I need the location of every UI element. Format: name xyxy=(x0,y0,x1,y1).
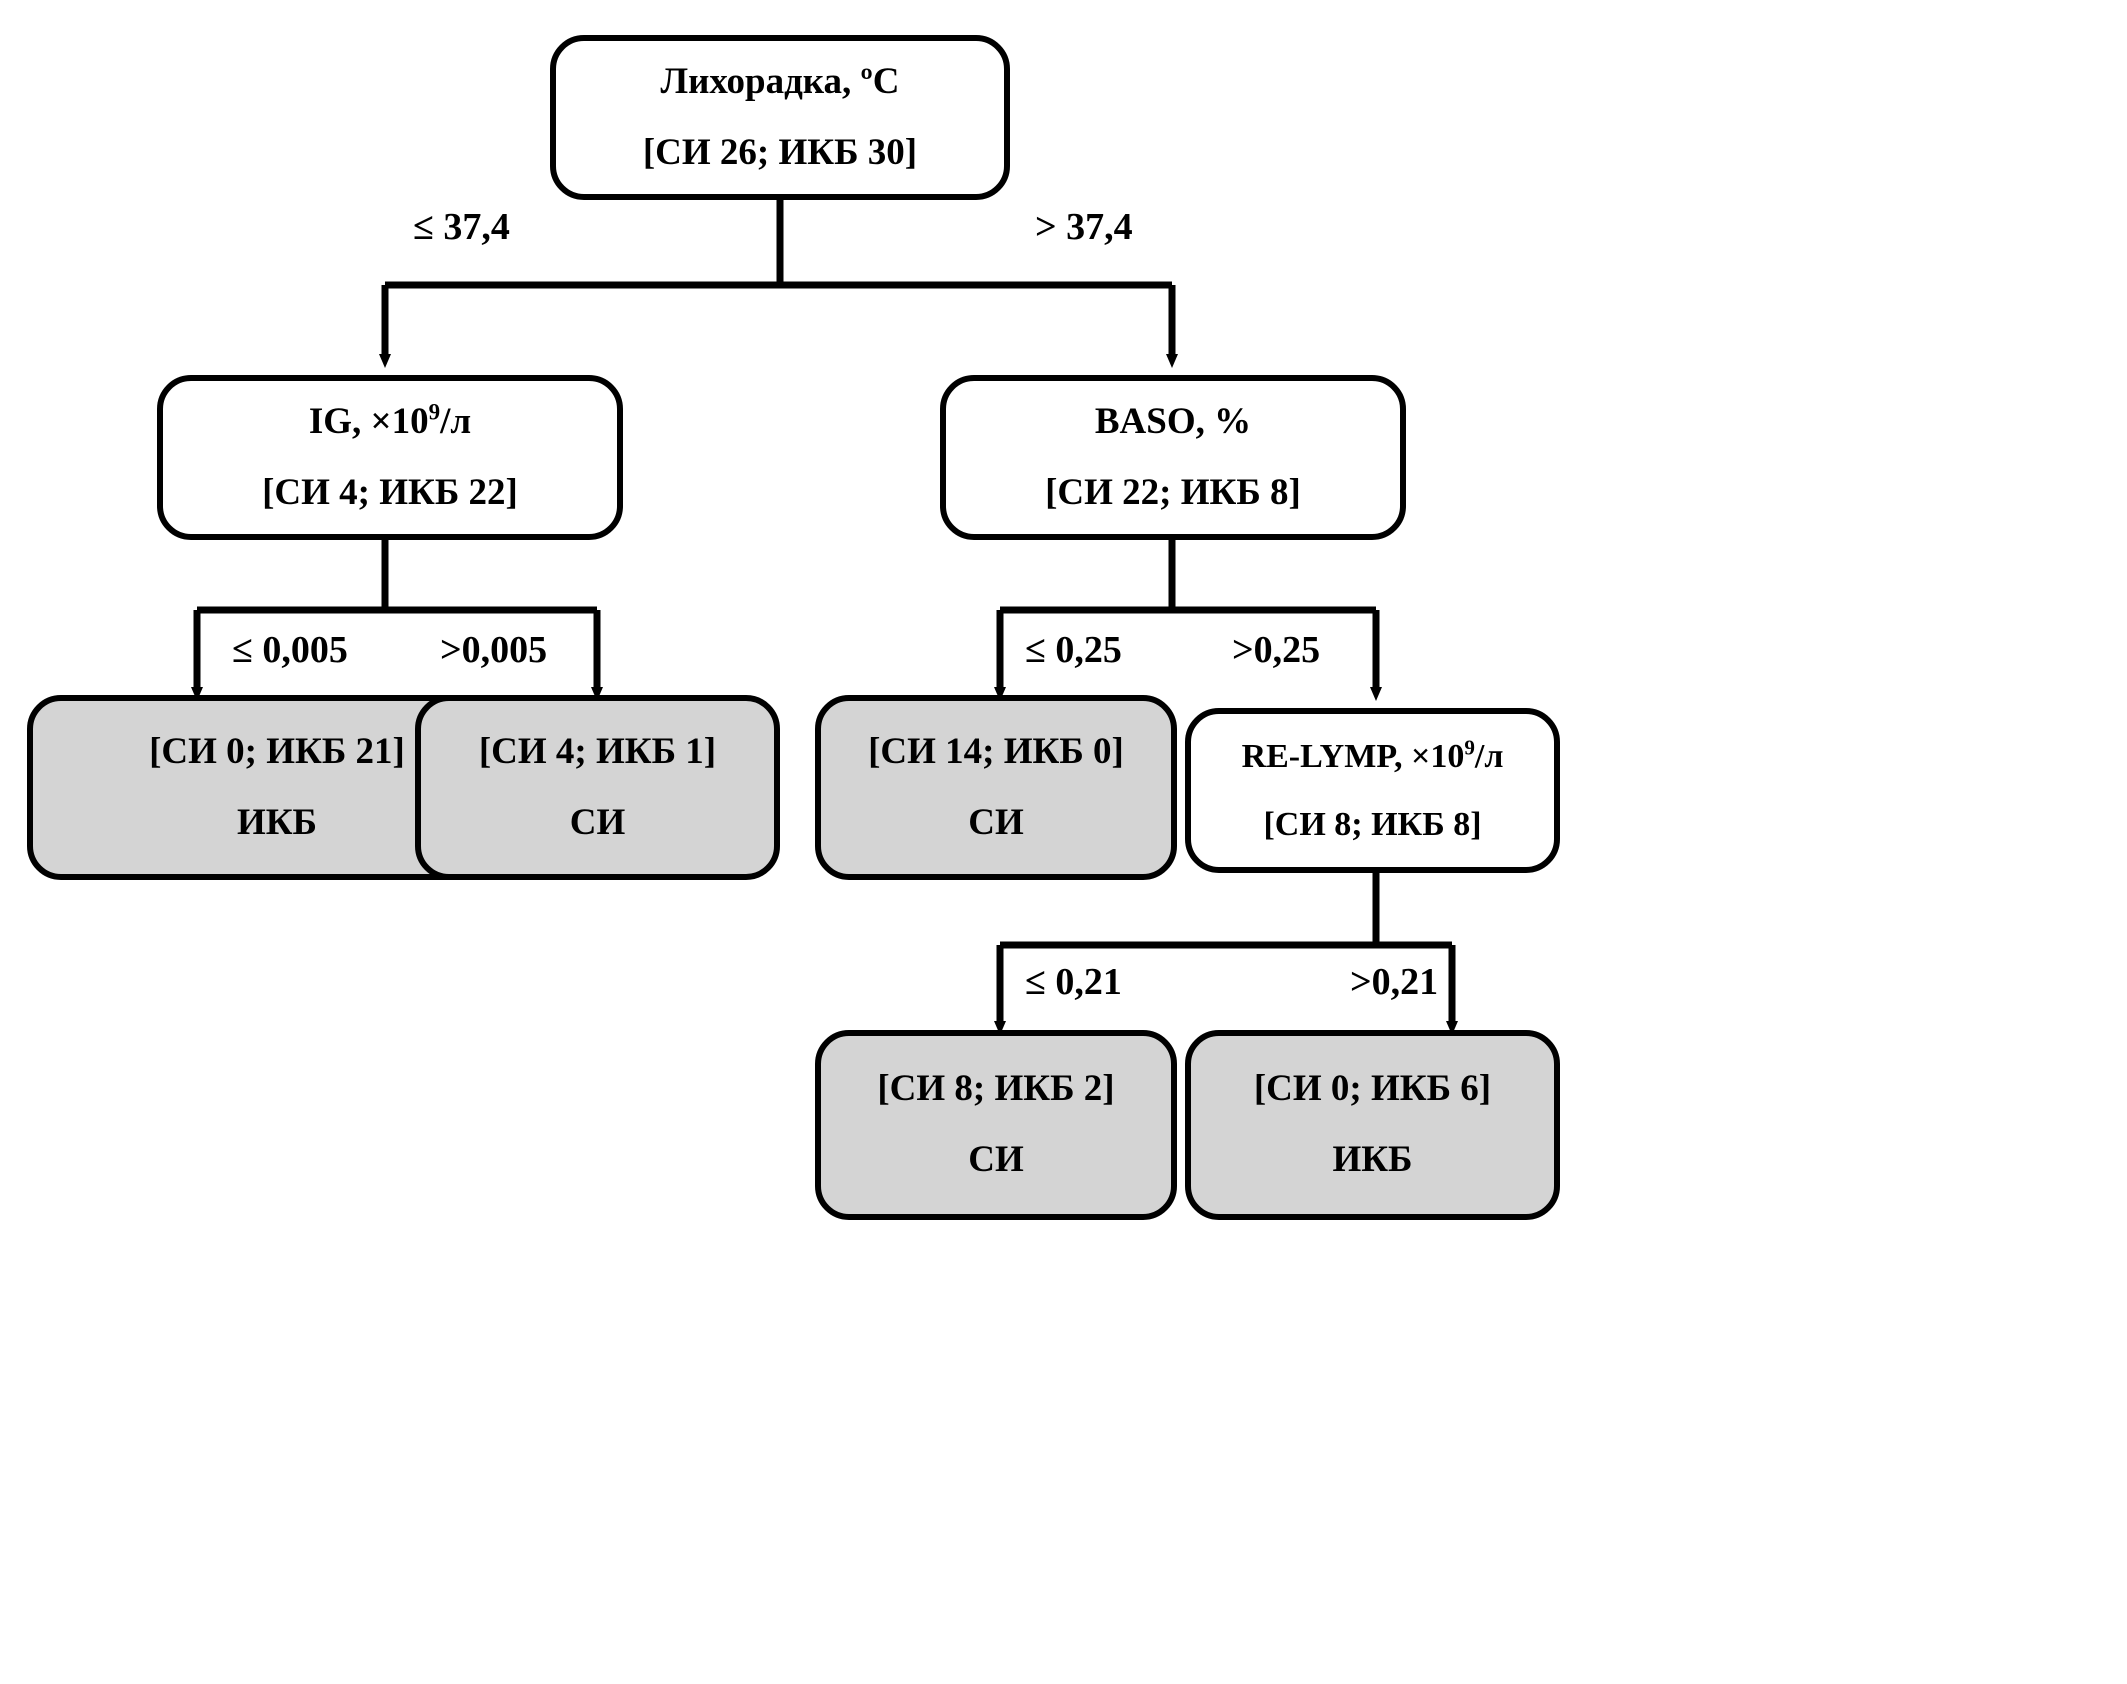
node-leaf-si-4-counts: [СИ 4; ИКБ 1] xyxy=(478,730,717,772)
node-leaf-si-14-counts: [СИ 14; ИКБ 0] xyxy=(868,730,1124,772)
edge-label-root-left: ≤ 37,4 xyxy=(413,206,510,248)
node-baso[interactable]: BASO, % [СИ 22; ИКБ 8] xyxy=(940,375,1406,540)
node-relymp-counts: [СИ 8; ИКБ 8] xyxy=(1263,805,1482,843)
node-leaf-ikb-6-counts: [СИ 0; ИКБ 6] xyxy=(1253,1068,1492,1110)
node-leaf-ikb-6-label: ИКБ xyxy=(1332,1139,1413,1180)
node-baso-title: BASO, % xyxy=(1094,400,1252,442)
edge-label-relymp-right: >0,21 xyxy=(1350,961,1439,1003)
node-ig[interactable]: IG, ×109/л [СИ 4; ИКБ 22] xyxy=(157,375,623,540)
edge-label-relymp-left: ≤ 0,21 xyxy=(1025,961,1122,1003)
edge-label-root-right: > 37,4 xyxy=(1035,206,1133,248)
node-root[interactable]: Лихорадка, ºC [СИ 26; ИКБ 30] xyxy=(550,35,1010,200)
node-relymp[interactable]: RE-LYMP, ×109/л [СИ 8; ИКБ 8] xyxy=(1185,708,1560,873)
node-leaf-si-14-label: СИ xyxy=(968,801,1024,843)
edge-label-baso-left: ≤ 0,25 xyxy=(1025,629,1122,671)
edge-label-baso-right: >0,25 xyxy=(1232,629,1321,671)
node-leaf-si-8-counts: [СИ 8; ИКБ 2] xyxy=(877,1068,1115,1110)
node-ig-title: IG, ×109/л xyxy=(308,399,472,442)
node-leaf-si-4-label: СИ xyxy=(569,801,626,843)
node-leaf-ikb-21-label: ИКБ xyxy=(236,801,318,843)
node-leaf-si-14[interactable]: [СИ 14; ИКБ 0] СИ xyxy=(815,695,1177,880)
node-leaf-si-4[interactable]: [СИ 4; ИКБ 1] СИ xyxy=(415,695,780,880)
node-leaf-si-8[interactable]: [СИ 8; ИКБ 2] СИ xyxy=(815,1030,1177,1220)
node-leaf-ikb-6[interactable]: [СИ 0; ИКБ 6] ИКБ xyxy=(1185,1030,1560,1220)
node-root-title: Лихорадка, ºC xyxy=(660,60,900,102)
node-leaf-ikb-21-counts: [СИ 0; ИКБ 21] xyxy=(149,730,405,772)
node-baso-counts: [СИ 22; ИКБ 8] xyxy=(1045,471,1301,513)
edge-label-ig-right: >0,005 xyxy=(440,629,548,671)
node-leaf-si-8-label: СИ xyxy=(968,1139,1024,1180)
node-root-counts: [СИ 26; ИКБ 30] xyxy=(642,131,918,173)
edge-label-ig-left: ≤ 0,005 xyxy=(232,629,348,671)
node-ig-counts: [СИ 4; ИКБ 22] xyxy=(262,471,518,513)
node-relymp-title: RE-LYMP, ×109/л xyxy=(1241,735,1504,776)
